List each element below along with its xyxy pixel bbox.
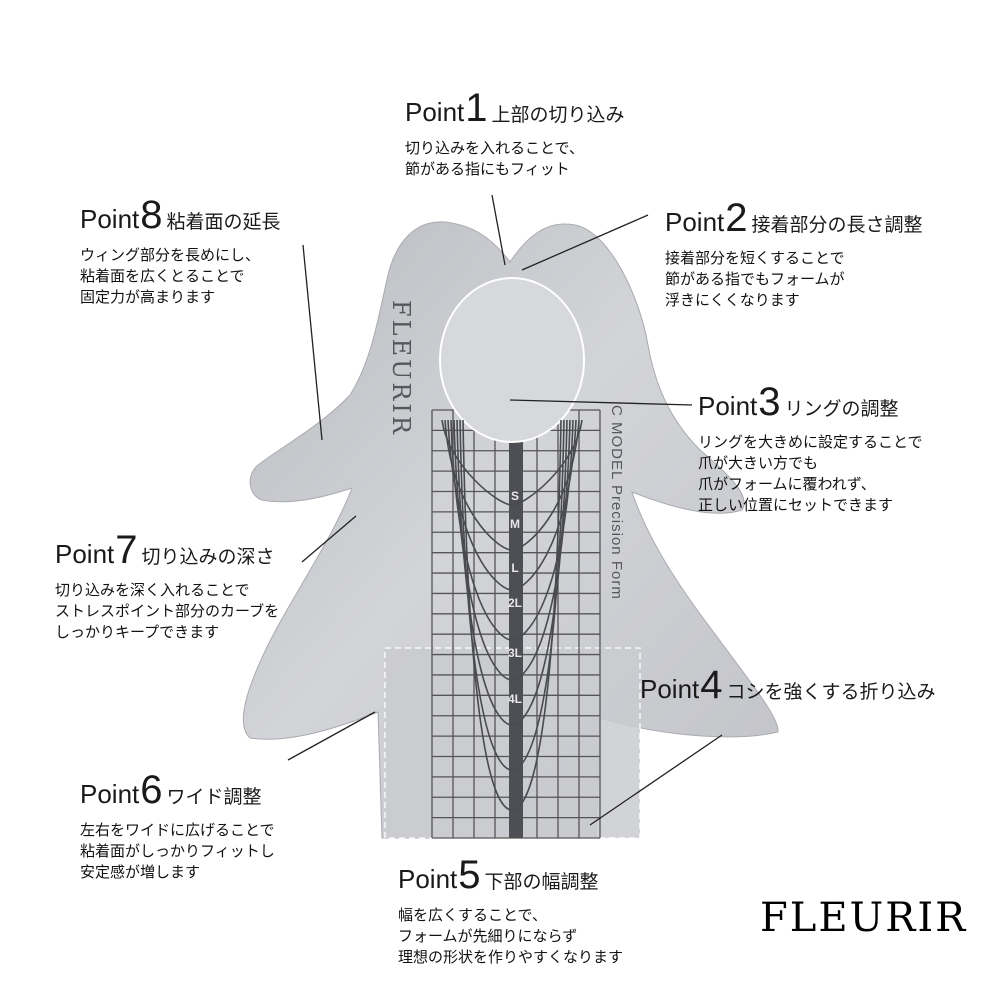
size-label: 3L xyxy=(508,646,522,660)
form-model-text: C MODEL Precision Form xyxy=(608,405,625,600)
center-bar xyxy=(509,410,523,838)
point-label: Point xyxy=(398,864,458,894)
point-label: Point xyxy=(640,674,700,704)
point-number: 2 xyxy=(725,196,748,240)
point-title: リングの調整 xyxy=(784,398,899,420)
desc-line: 接着部分を短くすることで xyxy=(665,249,845,267)
desc-line: リングを大きめに設定することで xyxy=(698,433,923,451)
point-description: 幅を広くすることで、 フォームが先細りにならず 理想の形状を作りやすくなります xyxy=(398,905,623,968)
size-label: L xyxy=(511,561,518,575)
desc-line: 安定感が増します xyxy=(80,863,201,881)
size-label: 4L xyxy=(508,692,522,706)
desc-line: 幅を広くすることで、 xyxy=(398,906,547,924)
desc-line: しっかりキープできます xyxy=(55,623,220,641)
desc-line: 正しい位置にセットできます xyxy=(698,496,894,514)
point-number: 4 xyxy=(700,663,723,707)
point-label: Point xyxy=(405,97,465,127)
point-description: 左右をワイドに広げることで 粘着面がしっかりフィットし 安定感が増します xyxy=(80,820,275,883)
leader-line-3 xyxy=(509,399,693,406)
desc-line: 固定力が高まります xyxy=(80,288,216,306)
point-number: 3 xyxy=(758,380,781,424)
leader-line-8 xyxy=(302,244,323,441)
leader-line-6 xyxy=(287,711,376,761)
desc-line: 粘着面がしっかりフィットし xyxy=(80,842,275,860)
point-number: 7 xyxy=(115,528,138,572)
leader-line-1 xyxy=(491,194,506,266)
point-number: 5 xyxy=(458,853,481,897)
point-title: 切り込みの深さ xyxy=(141,546,275,568)
leader-line-7 xyxy=(301,515,357,563)
point-description: 接着部分を短くすることで 節がある指でもフォームが 浮きにくくなります xyxy=(665,248,923,311)
size-label: 2L xyxy=(508,596,522,610)
size-labels: SM L 2L 3L 4L xyxy=(508,489,522,706)
desc-line: 左右をワイドに広げることで xyxy=(80,821,275,839)
point-title: 粘着面の延長 xyxy=(166,211,281,233)
desc-line: 粘着面を広くとることで xyxy=(80,267,245,285)
size-label: M xyxy=(510,517,520,531)
point-label: Point xyxy=(80,779,140,809)
desc-line: 切り込みを入れることで、 xyxy=(405,139,584,157)
point-title: 接着部分の長さ調整 xyxy=(751,214,923,236)
desc-line: 理想の形状を作りやすくなります xyxy=(398,948,624,966)
leader-line-4 xyxy=(589,734,723,826)
leader-line-2 xyxy=(521,214,649,271)
desc-line: 爪が大きい方でも xyxy=(698,454,819,472)
point-description: 切り込みを入れることで、 節がある指にもフィット xyxy=(405,138,625,180)
desc-line: フォームが先細りにならず xyxy=(398,927,578,945)
desc-line: ストレスポイント部分のカーブを xyxy=(55,602,280,620)
point-label: Point xyxy=(698,391,758,421)
point-title: コシを強くする折り込み xyxy=(726,681,936,703)
point-description: 切り込みを深く入れることで ストレスポイント部分のカーブを しっかりキープできま… xyxy=(55,580,279,643)
sizing-ring xyxy=(439,277,585,443)
desc-line: 切り込みを深く入れることで xyxy=(55,581,250,599)
point-description: ウィング部分を長めにし、 粘着面を広くとることで 固定力が高まります xyxy=(80,245,281,308)
point-label: Point xyxy=(80,204,140,234)
point-title: ワイド調整 xyxy=(166,786,262,808)
point-description: リングを大きめに設定することで 爪が大きい方でも 爪がフォームに覆われず、 正し… xyxy=(698,432,923,516)
desc-line: 爪がフォームに覆われず、 xyxy=(698,475,876,493)
brand-logo: FLEURIR xyxy=(760,895,968,941)
size-curves xyxy=(441,419,583,811)
desc-line: ウィング部分を長めにし、 xyxy=(80,246,261,264)
point-number: 8 xyxy=(140,193,163,237)
form-brand-text: FLEURIR xyxy=(387,300,415,437)
point-title: 下部の幅調整 xyxy=(484,871,599,893)
point-number: 1 xyxy=(465,86,488,130)
point-label: Point xyxy=(55,539,115,569)
point-label: Point xyxy=(665,207,725,237)
desc-line: 節がある指にもフィット xyxy=(405,160,570,178)
point-title: 上部の切り込み xyxy=(491,104,625,126)
desc-line: 節がある指でもフォームが xyxy=(665,270,845,288)
size-label: S xyxy=(511,489,519,503)
point-number: 6 xyxy=(140,768,163,812)
leader-lines xyxy=(287,194,723,826)
desc-line: 浮きにくくなります xyxy=(665,291,800,309)
size-curve xyxy=(462,419,562,811)
